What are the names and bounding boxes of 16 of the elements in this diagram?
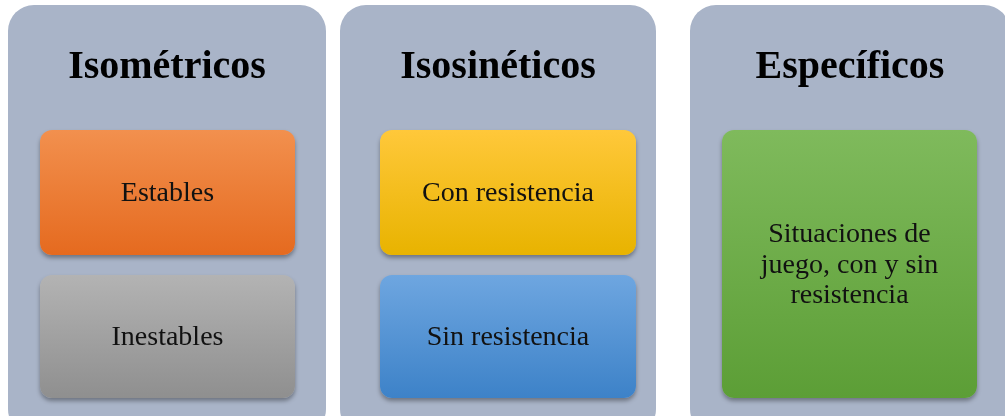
panel-heading: Específicos	[754, 43, 946, 87]
card-label: Inestables	[111, 321, 224, 352]
item-card	[380, 130, 636, 255]
panel-heading: Isométricos	[67, 43, 267, 87]
item-card	[40, 275, 295, 398]
card-label: Sin resistencia	[426, 321, 590, 352]
item-card	[722, 130, 977, 398]
card-label: Estables	[120, 177, 215, 208]
category-panel	[690, 5, 1005, 416]
card-label: Situaciones de juego, con y sin resistencia	[759, 217, 940, 311]
category-panel	[8, 5, 326, 416]
item-card	[40, 130, 295, 255]
category-panel	[340, 5, 656, 416]
panel-heading: Isosinéticos	[399, 43, 597, 87]
item-card	[380, 275, 636, 398]
card-label: Con resistencia	[422, 177, 594, 208]
